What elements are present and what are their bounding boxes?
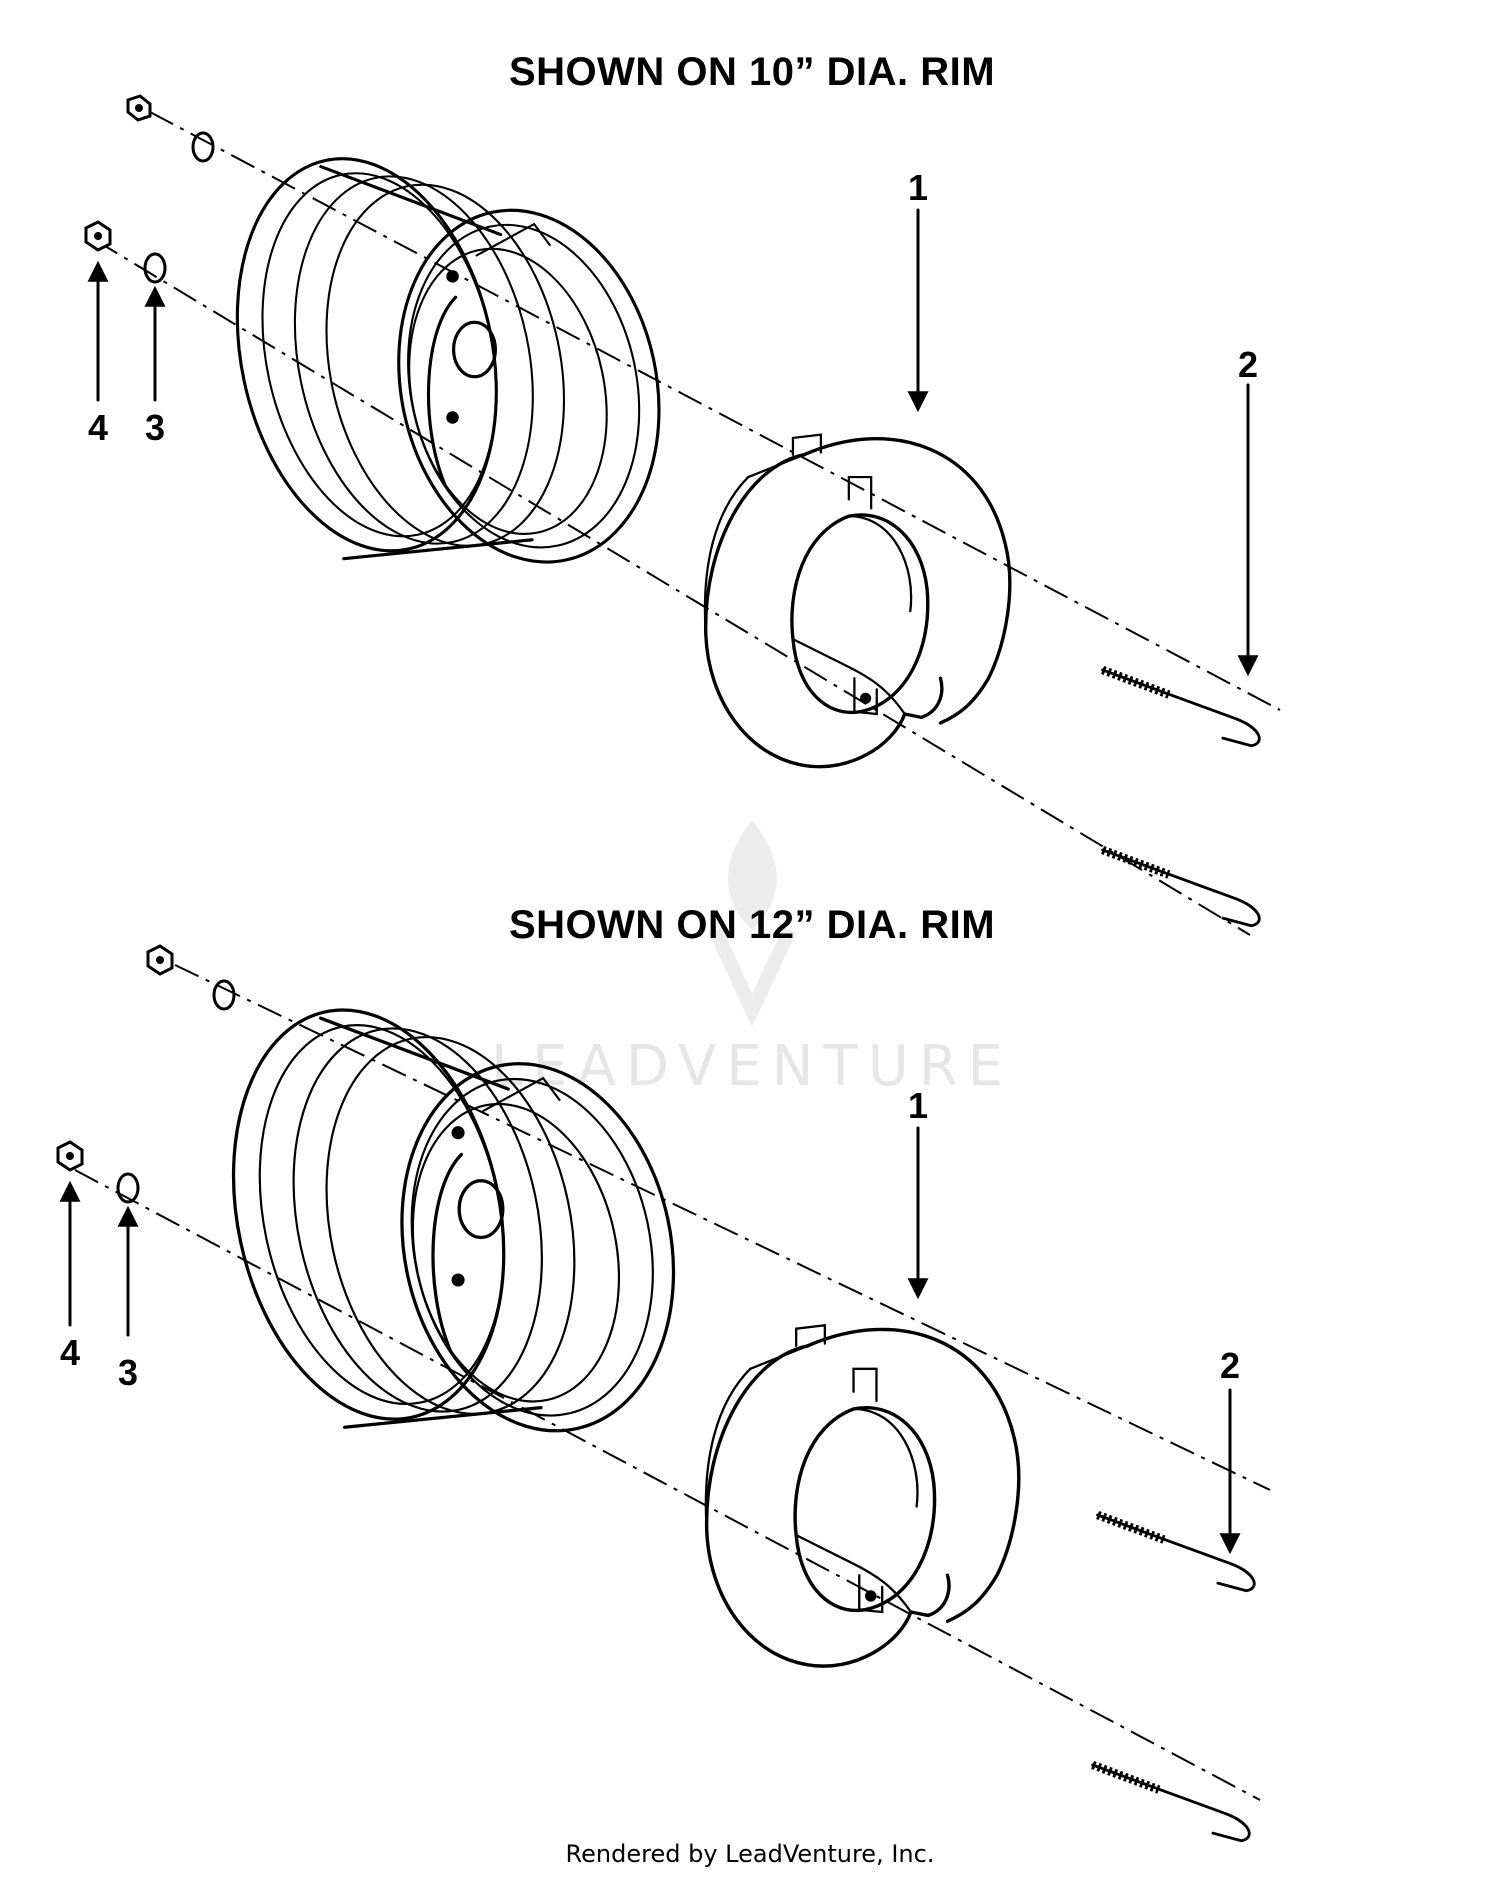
hex-nut-upper-12in xyxy=(146,944,174,976)
lock-washer-lower-12in xyxy=(116,1172,140,1204)
centerline-lower xyxy=(94,239,1251,936)
j-bolt-upper-10in xyxy=(1103,670,1260,746)
callout-label-3-12in: 3 xyxy=(118,1352,138,1393)
watermark: LEADVENTURE xyxy=(491,820,1013,1099)
lock-washer-lower-10in xyxy=(143,252,167,284)
centerline-upper-12in xyxy=(174,964,1271,1491)
diagram-title-10in: SHOWN ON 10” DIA. RIM xyxy=(509,50,995,94)
wheel-weight-10in xyxy=(703,432,1012,769)
callout-label-4-10in: 4 xyxy=(88,407,108,448)
callout-label-2-10in: 2 xyxy=(1238,344,1258,385)
hex-nut-upper-10in xyxy=(126,94,152,122)
watermark-text: LEADVENTURE xyxy=(491,1034,1013,1099)
wheel-weight-12in xyxy=(704,1323,1021,1668)
callout-label-2-12in: 2 xyxy=(1220,1345,1240,1386)
hex-nut-lower-10in xyxy=(84,220,112,252)
watermark-v-icon xyxy=(708,926,797,1027)
hex-nut-lower-12in xyxy=(56,1140,84,1172)
callout-label-3-10in: 3 xyxy=(145,407,165,448)
centerline-lower-12in xyxy=(74,1169,1261,1801)
diagram-10in-rim: SHOWN ON 10” DIA. RIM 1 2 4 3 xyxy=(84,50,1281,936)
callout-label-1-12in: 1 xyxy=(908,1085,928,1126)
render-credit: Rendered by LeadVenture, Inc. xyxy=(566,1840,935,1868)
diagram-12in-rim: SHOWN ON 12” DIA. RIM 1 2 4 3 xyxy=(56,903,1271,1841)
callout-label-1-10in: 1 xyxy=(908,167,928,208)
diagram-title-12in: SHOWN ON 12” DIA. RIM xyxy=(509,903,995,947)
centerline-upper xyxy=(149,111,1281,711)
lock-washer-upper-12in xyxy=(212,979,236,1011)
flame-icon xyxy=(728,820,777,930)
callout-label-4-12in: 4 xyxy=(60,1332,80,1373)
lock-washer-upper-10in xyxy=(191,131,215,163)
j-bolt-lower-12in xyxy=(1093,1765,1250,1841)
